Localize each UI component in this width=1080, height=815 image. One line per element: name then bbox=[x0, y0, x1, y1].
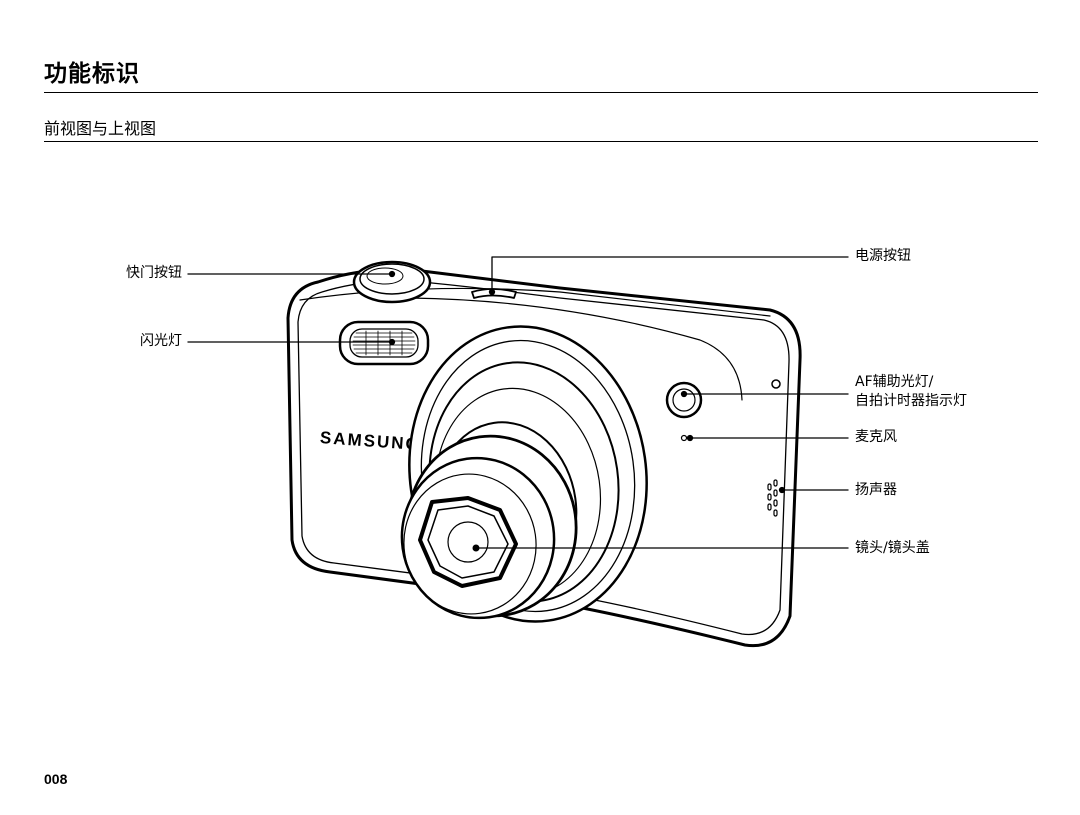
section-title: 前视图与上视图 bbox=[44, 119, 157, 138]
page-title: 功能标识 bbox=[44, 61, 140, 87]
title-divider bbox=[44, 92, 1038, 93]
lens-cover bbox=[418, 496, 518, 588]
leader-power bbox=[491, 256, 849, 293]
top-plate-edge bbox=[299, 287, 771, 317]
callout-shutter-button: 快门按钮 bbox=[126, 265, 182, 281]
page-number: 008 bbox=[44, 771, 68, 787]
brand-logo: SAMSUNG bbox=[319, 428, 421, 454]
callout-af-lamp-line1: AF辅助光灯/ bbox=[855, 374, 934, 390]
camera-body-inner bbox=[297, 280, 790, 636]
microphone-hole bbox=[680, 434, 688, 442]
section-divider bbox=[44, 141, 1038, 142]
strap-lug bbox=[771, 379, 781, 389]
front-face-edge bbox=[409, 297, 743, 401]
af-lamp bbox=[665, 381, 703, 419]
callout-speaker: 扬声器 bbox=[855, 482, 897, 498]
flash-window bbox=[338, 320, 430, 366]
speaker-grille bbox=[767, 479, 778, 517]
shutter-button bbox=[352, 260, 432, 304]
callout-leader-lines bbox=[187, 256, 849, 549]
callout-flash: 闪光灯 bbox=[140, 333, 182, 349]
callout-af-lamp-line2: 自拍计时器指示灯 bbox=[855, 393, 967, 409]
callout-power-button: 电源按钮 bbox=[855, 248, 911, 264]
lens-barrel bbox=[400, 325, 648, 623]
callout-microphone: 麦克风 bbox=[855, 429, 897, 445]
callout-lens: 镜头/镜头盖 bbox=[855, 540, 930, 556]
camera-body bbox=[286, 268, 802, 648]
